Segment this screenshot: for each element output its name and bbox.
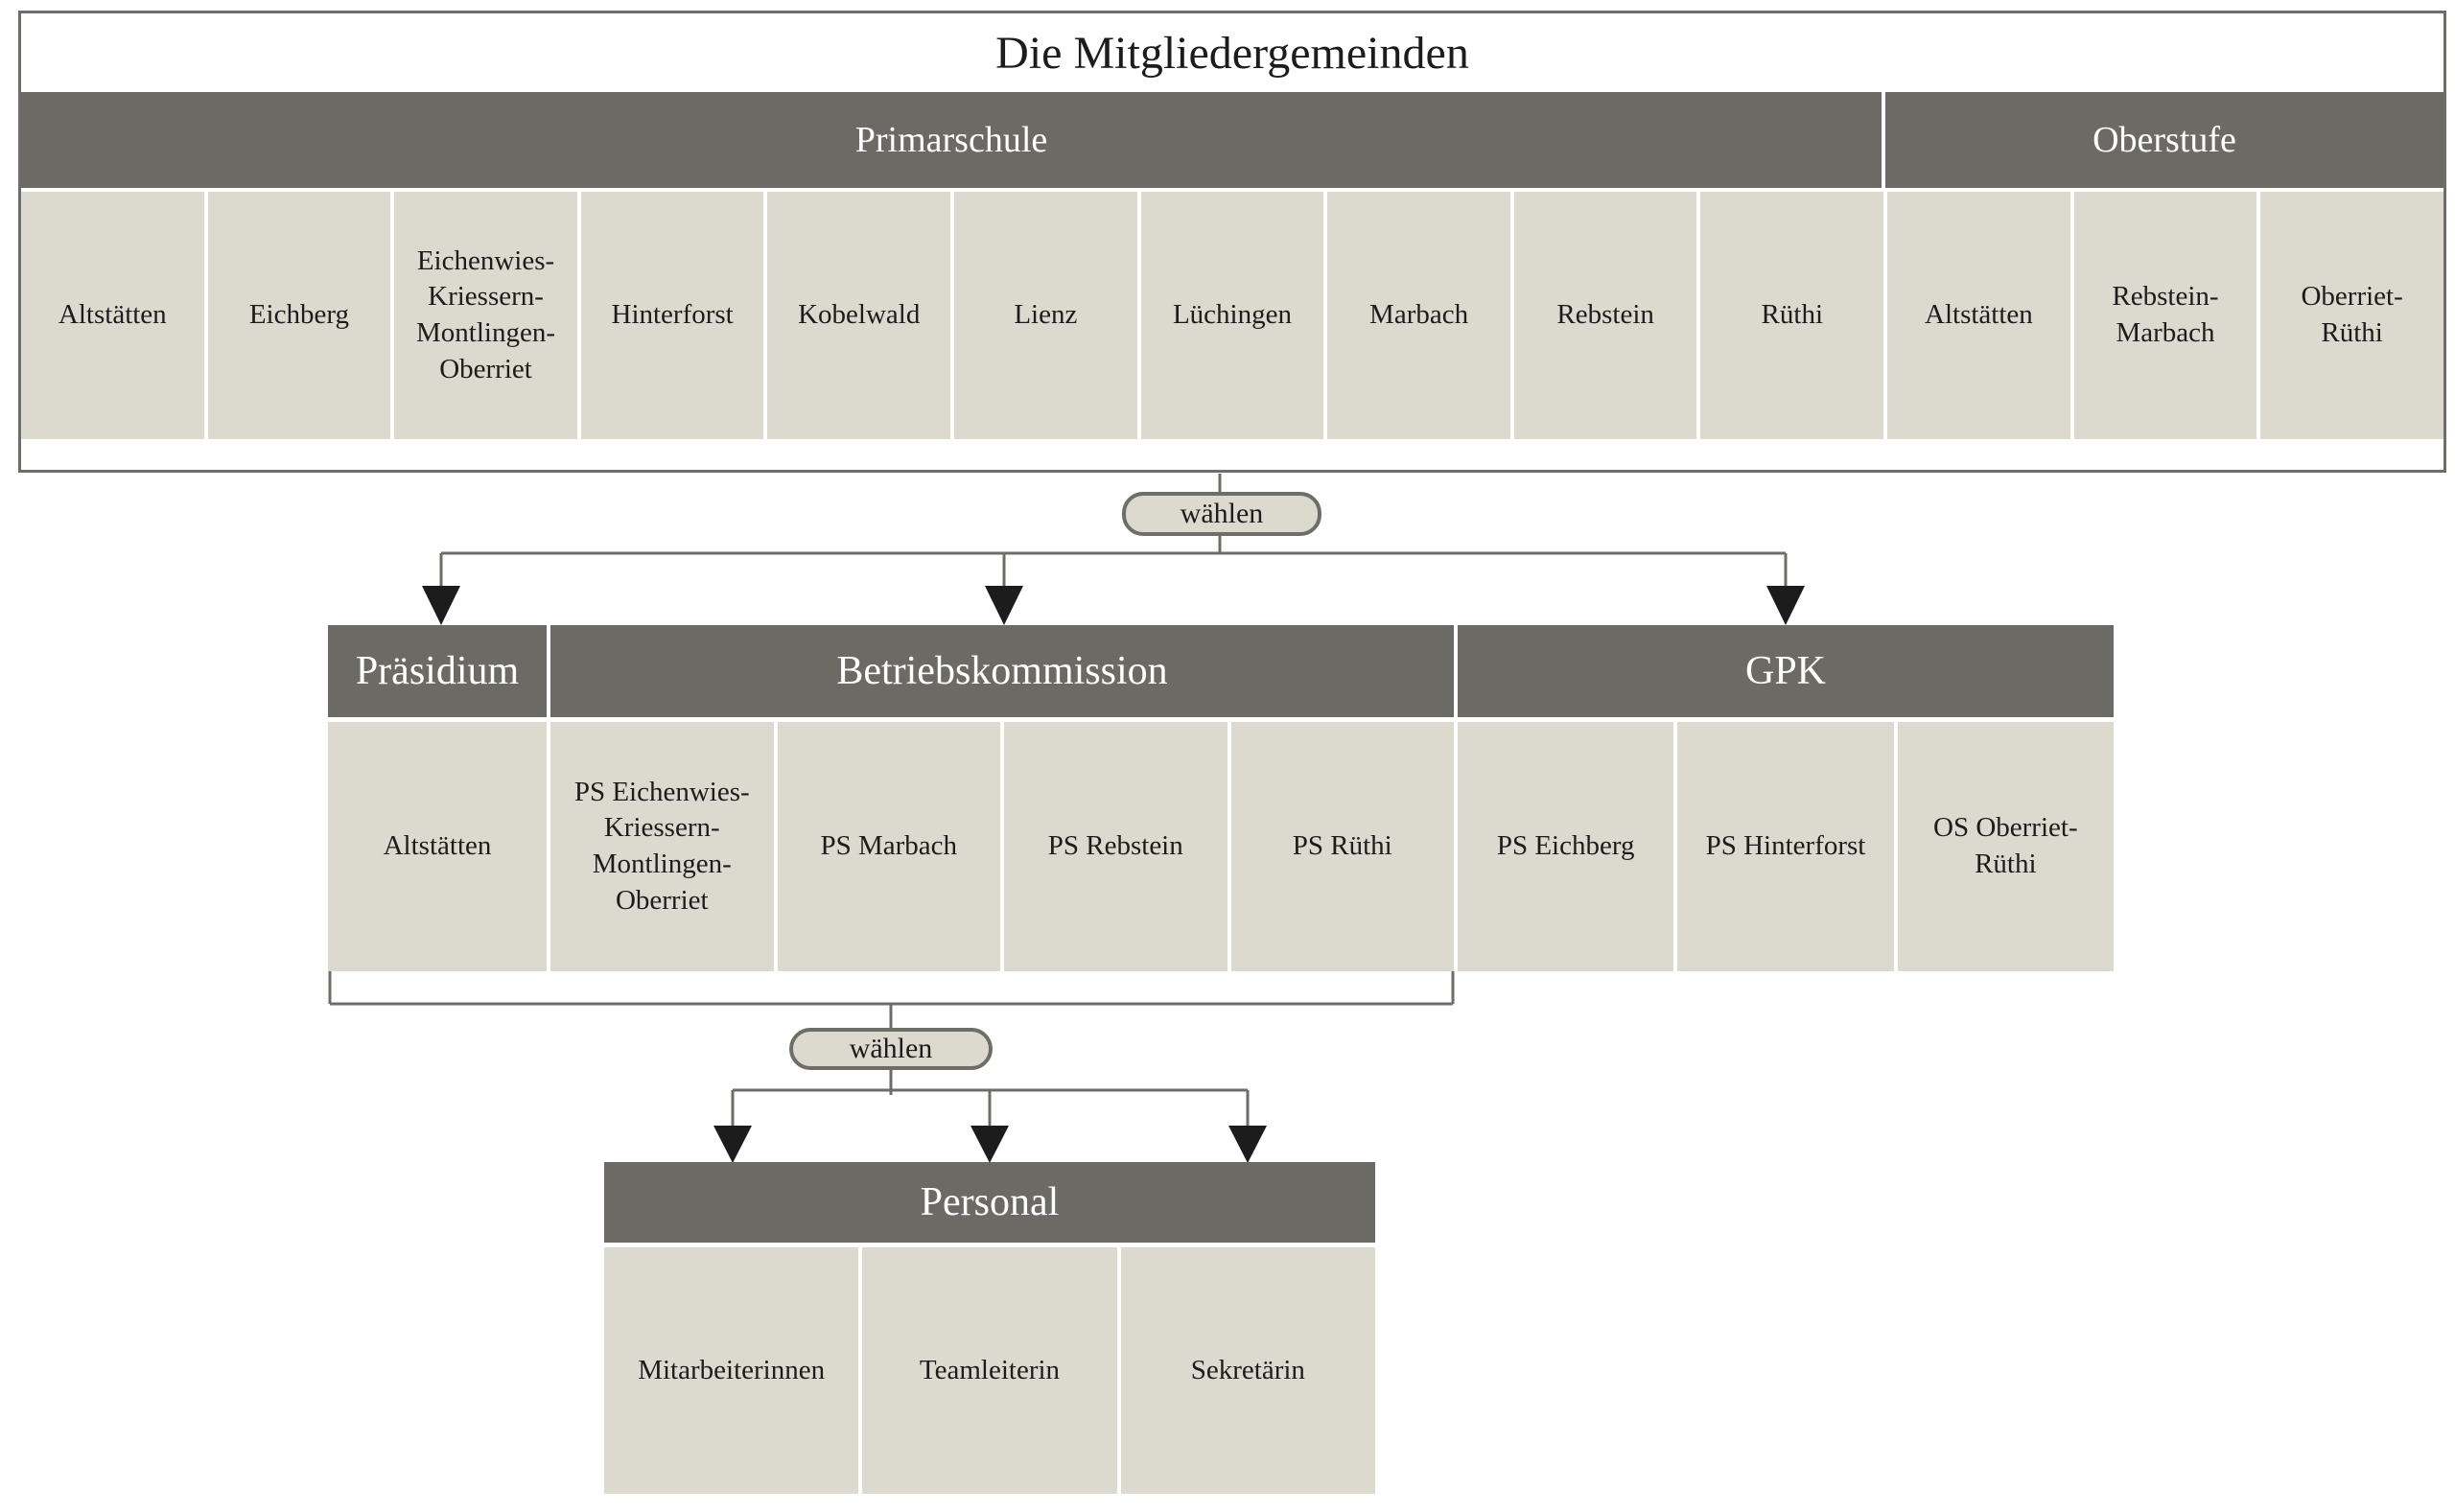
- cell-primar-rebstein: Rebstein: [1513, 192, 1697, 439]
- header-gpk: GPK: [1458, 625, 2114, 717]
- header-oberstufe: Oberstufe: [1885, 92, 2443, 188]
- cell-gpk-ps-eichberg: PS Eichberg: [1458, 722, 1674, 971]
- cell-primar-eichenwies: Eichenwies-Kriessern-Montlingen-Oberriet: [394, 192, 577, 439]
- cell-ober-rebstein-marbach: Rebstein-Marbach: [2073, 192, 2257, 439]
- header-personal: Personal: [604, 1162, 1375, 1243]
- header-betriebskommission: Betriebskommission: [550, 625, 1454, 717]
- cell-bk-ps-eichenwies: PS Eichenwies-Kriessern-Montlingen-Oberr…: [550, 722, 774, 971]
- commission-member-row: Altstätten PS Eichenwies-Kriessern-Montl…: [328, 722, 2114, 971]
- cell-personal-teamleiterin: Teamleiterin: [862, 1247, 1117, 1494]
- cell-personal-mitarbeiterinnen: Mitarbeiterinnen: [604, 1247, 859, 1494]
- arrow-down-icon: [422, 586, 460, 625]
- member-communities-table: Die Mitgliedergemeinden Primarschule Obe…: [18, 11, 2446, 473]
- cell-primar-luechingen: Lüchingen: [1140, 192, 1324, 439]
- cell-praesidium-altstaetten: Altstätten: [328, 722, 547, 971]
- header-praesidium: Präsidium: [328, 625, 547, 717]
- cell-ober-altstaetten: Altstätten: [1887, 192, 2070, 439]
- cell-primar-hinterforst: Hinterforst: [580, 192, 764, 439]
- cell-personal-sekretaerin: Sekretärin: [1120, 1247, 1375, 1494]
- cell-gpk-os-oberriet-ruethi: OS Oberriet-Rüthi: [1897, 722, 2114, 971]
- arrowheads: [422, 586, 1805, 1163]
- cell-bk-ps-ruethi: PS Rüthi: [1230, 722, 1454, 971]
- cell-primar-ruethi: Rüthi: [1700, 192, 1884, 439]
- cell-primar-eichberg: Eichberg: [207, 192, 391, 439]
- commission-header-row: Präsidium Betriebskommission GPK: [328, 625, 2114, 717]
- waehlen-badge-2: wählen: [789, 1028, 993, 1070]
- cell-primar-lienz: Lienz: [954, 192, 1137, 439]
- personal-member-row: Mitarbeiterinnen Teamleiterin Sekretärin: [604, 1247, 1375, 1494]
- school-level-header-row: Primarschule Oberstufe: [21, 92, 2443, 188]
- cell-primar-altstaetten: Altstätten: [21, 192, 204, 439]
- cell-primar-kobelwald: Kobelwald: [767, 192, 951, 439]
- arrow-down-icon: [713, 1126, 752, 1163]
- cell-gpk-ps-hinterforst: PS Hinterforst: [1677, 722, 1894, 971]
- cell-ober-oberriet-ruethi: Oberriet-Rüthi: [2260, 192, 2443, 439]
- arrow-down-icon: [985, 586, 1023, 625]
- cell-primar-marbach: Marbach: [1327, 192, 1510, 439]
- header-primarschule: Primarschule: [21, 92, 1882, 188]
- waehlen-badge-1: wählen: [1122, 492, 1321, 536]
- cell-bk-ps-marbach: PS Marbach: [777, 722, 1000, 971]
- commission-table: Präsidium Betriebskommission GPK Altstät…: [328, 625, 2114, 971]
- arrow-down-icon: [970, 1126, 1009, 1163]
- member-communities-row: Altstätten Eichberg Eichenwies-Kriessern…: [21, 192, 2443, 439]
- arrow-down-icon: [1766, 586, 1805, 625]
- cell-bk-ps-rebstein: PS Rebstein: [1004, 722, 1228, 971]
- page-title: Die Mitgliedergemeinden: [995, 27, 1469, 79]
- arrow-down-icon: [1228, 1126, 1267, 1163]
- personal-table: Personal Mitarbeiterinnen Teamleiterin S…: [604, 1162, 1375, 1494]
